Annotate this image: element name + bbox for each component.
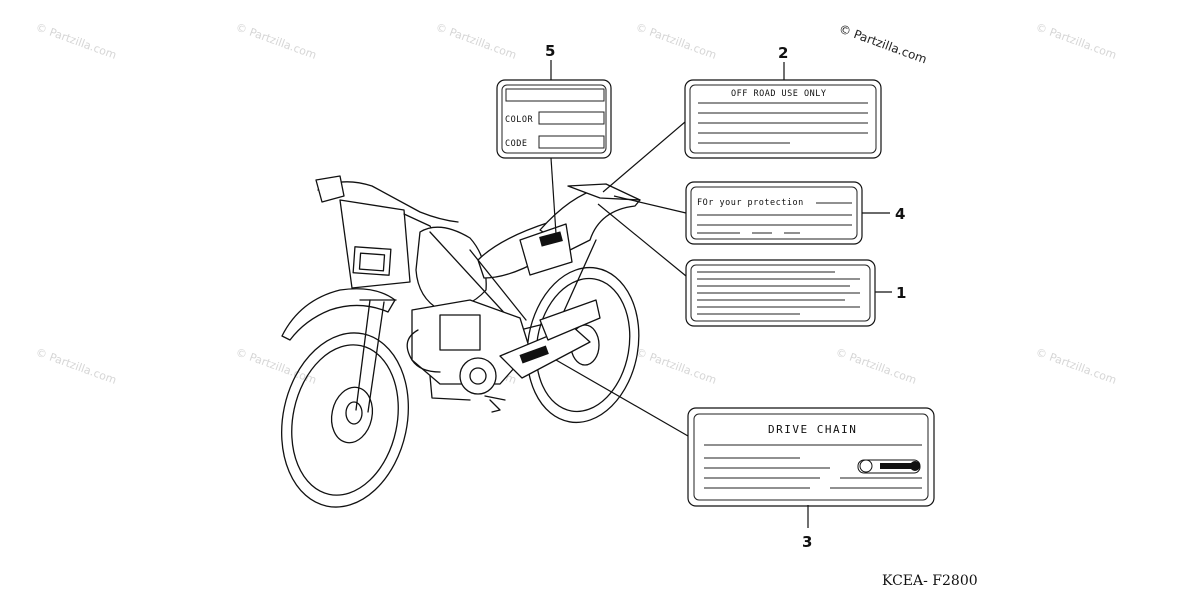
callout-4: 4	[895, 205, 905, 223]
label-2-off-road: OFF ROAD USE ONLY	[684, 79, 882, 159]
diagram-code: KCEA- F2800	[882, 573, 978, 589]
label-5-color-code: COLOR CODE	[496, 79, 612, 159]
callout-2: 2	[778, 44, 788, 62]
watermark: © Partzilla.com	[34, 346, 118, 387]
watermark: © Partzilla.com	[234, 21, 318, 62]
label-4-text: FOr your protection	[697, 198, 804, 208]
watermark: © Partzilla.com	[634, 346, 718, 387]
callout-3: 3	[802, 533, 812, 551]
label-5-color-text: COLOR	[505, 115, 533, 125]
label-3-drive-chain: DRIVE CHAIN	[687, 407, 935, 507]
watermark: © Partzilla.com	[34, 21, 118, 62]
label-3-text: DRIVE CHAIN	[768, 423, 857, 436]
leader-lines	[550, 60, 892, 528]
watermark: © Partzilla.com	[434, 21, 518, 62]
label-2-text: OFF ROAD USE ONLY	[731, 89, 827, 99]
watermark-main: © Partzilla.com	[837, 22, 929, 67]
label-5-code-text: CODE	[505, 139, 527, 149]
watermark: © Partzilla.com	[1034, 21, 1118, 62]
wrench-icon	[857, 459, 921, 474]
motorcycle-illustration	[281, 175, 641, 508]
callout-1: 1	[896, 284, 906, 302]
label-1-info	[685, 259, 876, 327]
watermark: © Partzilla.com	[634, 21, 718, 62]
watermark: © Partzilla.com	[834, 346, 918, 387]
watermark: © Partzilla.com	[234, 346, 318, 387]
watermark: © Partzilla.com	[1034, 346, 1118, 387]
callout-5: 5	[545, 42, 555, 60]
label-4-protection: FOr your protection	[685, 181, 863, 245]
callouts: 5 2 4 1 3	[545, 42, 906, 551]
